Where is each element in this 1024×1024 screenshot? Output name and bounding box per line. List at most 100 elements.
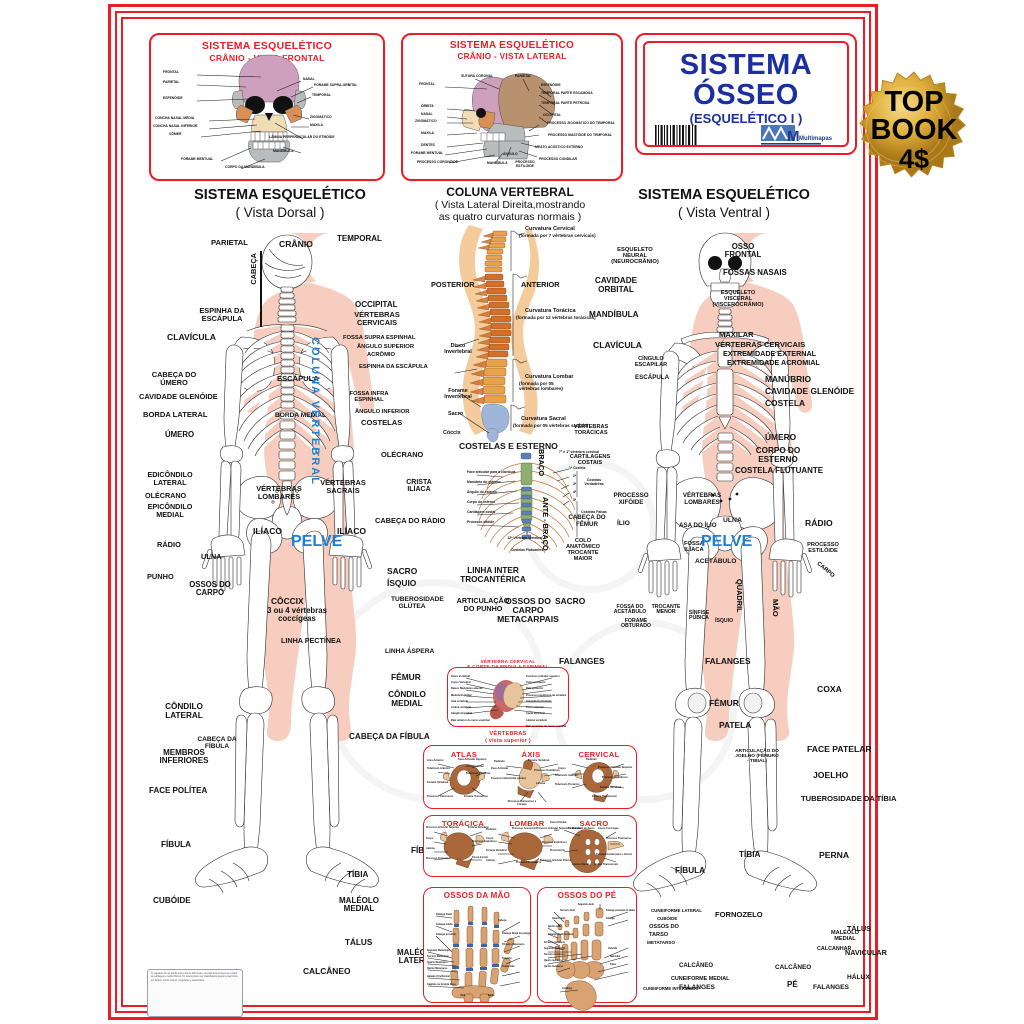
dorsal-label-espinha-escapula-2: ESPINHA DA ESCÁPULA — [359, 364, 428, 370]
foot-l13: Quarto metatarso — [544, 960, 564, 962]
hand-l1: Falange média — [436, 923, 453, 926]
axis-l5: Lâmina — [536, 782, 546, 785]
ventral-label-fossas-nasais: FOSSAS NASAIS — [723, 268, 787, 277]
foot-l4: Falange distal do Hálux — [548, 934, 574, 936]
label-processo-coronoide: PROCESSO CORONÓIDE — [417, 160, 459, 164]
ventral-pelve-label: PELVE — [701, 533, 753, 550]
dorsal-label-clavicula: CLAVÍCULA — [167, 332, 217, 342]
cv-r2: Raiz posterior — [526, 687, 544, 691]
ventral-label-extremidade-external: EXTREMIDADE EXTERNAL — [723, 349, 817, 358]
sac-l3: Corno Cocccígeo — [598, 827, 619, 830]
ventral-label-radio: RÁDIO — [805, 518, 833, 528]
ventral-label-fossa-iliaca: FOSSA ILÍACA — [684, 541, 704, 554]
hand-l3: Segundo Metacarpo — [427, 949, 450, 952]
dorsal-label-coccigeas: 3 ou 4 vértebras coccígeas — [267, 606, 327, 624]
cerv-l7: Forame Transversal — [592, 795, 617, 798]
ventral-label-acetabulo: ACETÁBULO — [695, 558, 737, 565]
hand-l2: Falange proximal — [436, 933, 456, 936]
lom-l2: Corpo — [486, 837, 494, 840]
foot-l18: Tálus — [610, 964, 616, 966]
ventral-label-osso-frontal: OSSO FRONTAL — [724, 242, 762, 260]
label-maxila-lat: MAXILA — [421, 131, 434, 135]
ventral-label-processo-xifoide: PROCESSO XIFÓIDE — [613, 492, 649, 506]
foot-l15: Cubóide — [608, 948, 618, 950]
tor-l0: Processo Articular Superior — [426, 826, 460, 829]
skull-lateral-subtitle: CRÂNIO - VISTA LATERAL — [457, 52, 567, 61]
dorsal-label-punho: PUNHO — [147, 572, 174, 581]
label-zigomatico-lat: ZIGOMÁTICO — [415, 119, 437, 123]
atlas-l7: Forame Transverso — [464, 795, 488, 798]
coluna-label-disco-invertebral: Disco Invertebral — [444, 343, 472, 355]
dorsal-label-escapula: ESCÁPULA — [277, 374, 319, 383]
foot-l10: Primeiro metatarso — [544, 942, 565, 944]
ventral-label-articulacao-joelho: ARTICULAÇÃO DO JOELHO (FÊMURO - TIBIAL) — [735, 749, 779, 765]
dorsal-label-condilo-lateral: CÔNDILO LATERAL — [165, 702, 203, 720]
cerv-l0: Pedículo — [586, 758, 597, 761]
ventral-label-esqueleto-visceral: ESQUELETO VISCERAL (VISCEROCRÂNIO) — [712, 290, 764, 308]
ribcage-left-0: Face articular para o clavícula — [467, 470, 516, 474]
foot-l14: Quinto metatarso — [544, 966, 564, 968]
axis-l3: Processo Espinhoso — [534, 769, 560, 772]
ventral-label-tuberosidade-tibia: TUBEROSIDADE DA TÍBIA — [801, 794, 897, 803]
label-proc-zigomatico-temporal: PROCESSO ZIGOMÁTICO DO TEMPORAL — [547, 121, 615, 125]
ventral-label-vertebras-cervicais: VÉRTEBRAS CERVICAIS — [715, 340, 806, 349]
dorsal-label-talus: TÁLUS — [345, 938, 373, 947]
atlas-l3: Arco Posterior — [466, 765, 485, 768]
dorsal-label-tibia: TÍBIA — [347, 870, 369, 879]
dorsal-title: SISTEMA ESQUELÉTICO — [194, 187, 366, 203]
cervical-panel-title-2: E CORTE DA MEDULA ESPINHAL — [467, 664, 549, 669]
sac-l5: Promontório — [550, 849, 565, 852]
badge-star-shape — [859, 71, 967, 178]
axis-l4: Processo Odontóide (dente) — [491, 777, 526, 780]
ribcage-bracket-0: Costelas Verdadeiras — [584, 478, 604, 486]
dorsal-label-edicondilo-lateral: EDICÔNDILO LATERAL — [147, 470, 193, 487]
vert-lombar-title: LOMBAR — [509, 819, 545, 828]
ventral-label-calcaneo-1: CALCÂNEO — [679, 963, 713, 969]
lom-l6: Lâmina — [486, 859, 495, 862]
hand-graphic — [427, 905, 521, 1003]
hand-l7: Hamato (Unciforme) — [427, 975, 450, 978]
foot-l5: Falange proximal do Hálux — [606, 910, 636, 912]
antebraco-vertical-label: ANTE - BRAÇO — [541, 497, 550, 551]
ventral-label-fornozelo: FORNOZELO — [715, 910, 763, 919]
coluna-label-sacro: Sacro — [448, 411, 463, 417]
label-forame-mentual: FORAME MENTUAL — [181, 157, 214, 161]
foot-graphic — [547, 904, 629, 1011]
vertebras-panel-title-2: ( vista superior ) — [485, 738, 531, 744]
dorsal-label-borda-lateral: BORDA LATERAL — [143, 410, 208, 419]
coluna-curve-sacral-name: Curvatura Sacral — [521, 416, 566, 422]
cv-r7: Lâmina vertebral — [526, 718, 547, 722]
ventral-label-calcanhar: CALCANHAR — [817, 946, 852, 952]
dorsal-label-angulo-superior: ÂNGULO SUPERIOR — [357, 344, 415, 350]
label-vomer: VÔMER — [169, 132, 182, 136]
lom-l7: Processo Transverso — [516, 861, 542, 864]
label-frontal: FRONTAL — [163, 70, 179, 74]
hand-l17: Trapézio — [502, 957, 512, 960]
label-angulo: ÂNGULO — [503, 152, 518, 156]
dorsal-label-coccix: CÔCCIX — [271, 596, 304, 606]
sac-l7: Cornos Sacral — [572, 863, 589, 866]
atlas-l0: Arco Anterior — [427, 759, 444, 762]
title-line2: ÓSSEO — [693, 79, 799, 111]
hand-l21: Rádio — [488, 994, 495, 997]
tor-l2: Corpo — [426, 837, 434, 840]
svg-text:Multimapas: Multimapas — [799, 136, 833, 142]
foot-l0: Segundo dedo — [578, 904, 594, 906]
ventral-label-joelho: JOELHO — [813, 770, 849, 780]
ribcage-bottom-1: Costelas Flutuantes — [510, 548, 544, 552]
lom-l8: Processo Articular Inferior — [540, 859, 572, 862]
tor-l6: Processo Transverso — [426, 857, 452, 860]
hand-l18: Trapezóide — [502, 965, 515, 968]
hand-l0: Falange distal — [436, 913, 452, 916]
dorsal-label-cabeca-fibula-2: CABEÇA DA FÍBULA — [349, 732, 430, 741]
foot-l1: Terceiro dedo — [560, 910, 576, 912]
dorsal-label-maleolo-medial: MALÉOLO MEDIAL — [339, 896, 379, 914]
label-temporal: TEMPORAL — [312, 93, 332, 97]
atlas-l5: Forame Vertebral — [427, 781, 449, 784]
ventral-label-mandibula: MANDÍBULA — [589, 310, 639, 319]
ribcage-bottom-0: 12ª Vértebra Vertebral — [507, 536, 543, 540]
ventral-label-talus: TÁLUS — [847, 924, 871, 933]
coluna-curve-toracica-name: Curvatura Torácica — [525, 308, 576, 314]
coluna-label-posterior: POSTERIOR — [431, 280, 475, 289]
